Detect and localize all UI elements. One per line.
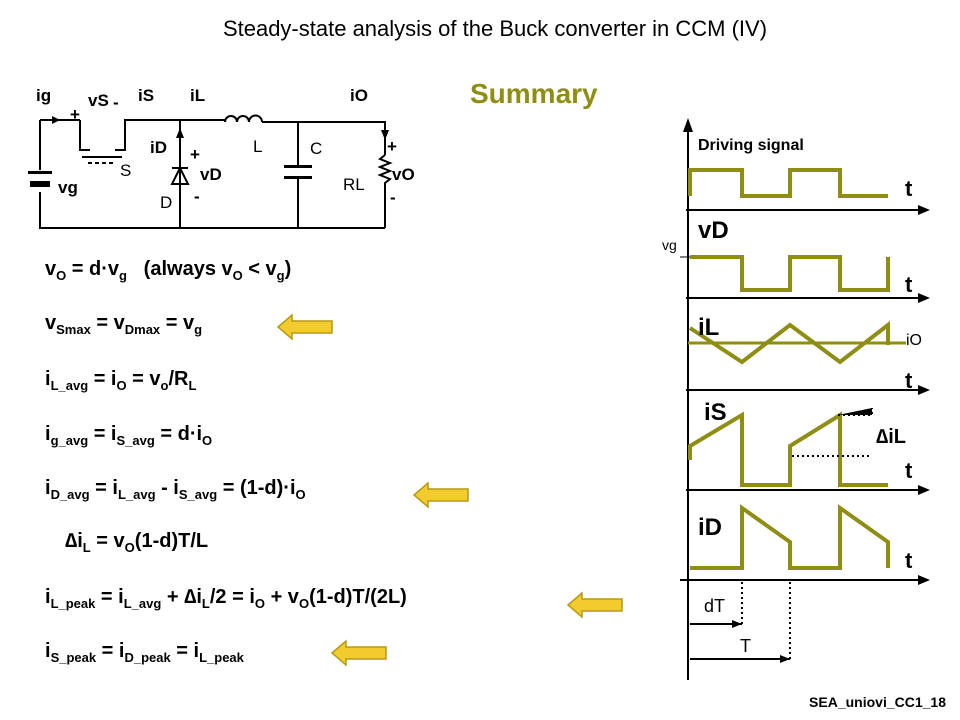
label-id: iD [150,138,167,157]
label-d: D [160,193,172,212]
label-plus-vd: + [190,145,200,164]
label-io-wave: iO [906,332,922,349]
arrow-id-avg [412,481,469,509]
label-l: L [253,137,262,156]
label-c: C [310,139,322,158]
equation-vsmax: vSmax = vDmax = vg [45,312,203,337]
label-minus-vs: - [113,93,119,112]
label-s: S [120,161,131,180]
waveform-diagram: Driving signal t vD t iL t iS ∆iL t iD t… [662,118,930,680]
label-il: iL [190,86,205,105]
equation-il-peak: iL_peak = iL_avg + ∆iL/2 = iO + vO(1-d)T… [45,586,407,611]
equation-delta-il: ∆iL = vO(1-d)T/L [65,530,209,555]
label-driving-signal: Driving signal [698,137,804,154]
label-plus-vo: + [387,137,397,156]
equation-vo: vO = d·vg (always vO < vg) [45,258,292,283]
label-dt: dT [704,596,725,616]
label-t-5: t [905,548,913,573]
label-io: iO [350,86,368,105]
label-il-wave: iL [698,314,719,341]
label-id-wave: iD [698,514,722,541]
label-t-2: t [905,272,913,297]
label-t-1: t [905,176,913,201]
equation-id-avg: iD_avg = iL_avg - iS_avg = (1-d)·iO [45,477,306,502]
label-vg: vg [58,178,78,197]
arrow-vsmax [276,313,333,341]
equation-is-peak: iS_peak = iD_peak = iL_peak [45,640,244,665]
label-minus-vd: - [194,187,200,206]
label-vd-wave: vD [698,217,729,244]
label-delta-il: ∆iL [876,426,906,448]
arrow-is-peak [330,639,387,667]
page-title: Steady-state analysis of the Buck conver… [222,16,768,41]
label-plus-vs: + [70,105,80,124]
equation-il-avg: iL_avg = iO = vo/RL [45,368,197,393]
label-rl: RL [343,175,365,194]
label-is: iS [138,86,154,105]
footer-credit: SEA_uniovi_CC1_18 [809,694,946,710]
arrow-il-peak [566,591,623,619]
equation-ig-avg: ig_avg = iS_avg = d·iO [45,423,213,448]
summary-heading: Summary [470,78,598,109]
label-vs: vS [88,91,109,110]
label-t-3: t [905,368,913,393]
label-minus-vo: - [390,188,396,207]
label-vg-wave: vg [662,237,677,253]
label-vo: vO [392,165,415,184]
label-t-4: t [905,458,913,483]
label-ig: ig [36,86,51,105]
label-t-period: T [740,636,751,656]
buck-converter-schematic: ig + vS - iS iL iO iD + vD - vg + vO - S… [28,86,415,229]
label-is-wave: iS [704,399,727,426]
label-vd: vD [200,165,222,184]
